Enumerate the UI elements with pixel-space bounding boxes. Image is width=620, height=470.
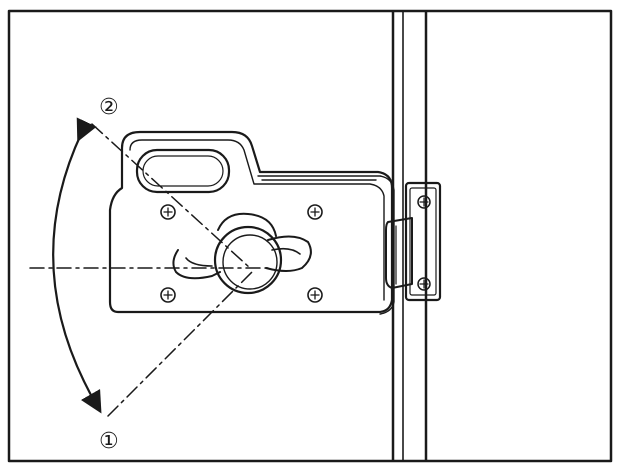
- screw-top-left: [160, 204, 176, 220]
- axis-to-position-2: [91, 123, 251, 269]
- rotation-axes: [29, 123, 271, 417]
- strike-screw-top: [417, 195, 431, 209]
- thumb-turn-knob-icon: [172, 212, 312, 295]
- strike-plate: [385, 181, 442, 302]
- position-1-label: ①: [99, 429, 119, 454]
- strike-screw-bottom: [417, 277, 431, 291]
- screw-bottom-left: [160, 287, 176, 303]
- position-2-label: ②: [99, 95, 119, 120]
- screw-top-right: [307, 204, 323, 220]
- handle-slot: [135, 148, 231, 194]
- axis-to-position-1: [107, 271, 253, 417]
- screw-bottom-right: [307, 287, 323, 303]
- figure-frame: [7, 9, 613, 463]
- curved-double-arrow-icon: [52, 117, 102, 414]
- rim-lock-icon: [108, 130, 395, 315]
